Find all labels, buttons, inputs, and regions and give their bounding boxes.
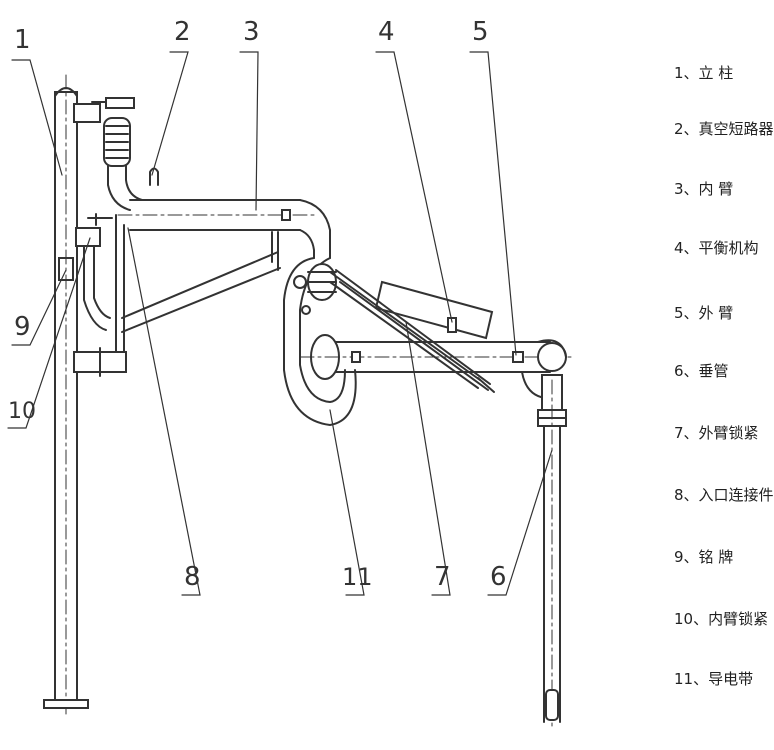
legend-item-5: 5、外 臂	[674, 304, 734, 322]
legend-item-7: 7、外臂锁紧	[674, 424, 759, 442]
leader-9	[11, 269, 67, 346]
legend-item-4: 4、平衡机构	[674, 239, 759, 257]
leader-1	[11, 59, 63, 176]
legend-item-6: 6、垂管	[674, 362, 729, 380]
leader-4	[375, 51, 453, 323]
leader-10	[7, 237, 91, 429]
leader-lines	[7, 51, 553, 596]
callout-9: 9	[14, 312, 31, 342]
legend-item-2: 2、真空短路器	[674, 120, 774, 138]
leader-6	[487, 449, 553, 596]
inner-arm-lock	[73, 213, 127, 377]
leader-7	[405, 321, 451, 596]
legend-item-9: 9、铭 牌	[674, 548, 734, 566]
support-strut	[121, 231, 281, 333]
callout-5: 5	[472, 17, 489, 47]
callout-6: 6	[490, 562, 507, 592]
column	[43, 74, 89, 716]
callout-1: 1	[14, 25, 31, 55]
legend-item-8: 8、入口连接件	[674, 486, 774, 504]
leader-5	[469, 51, 517, 356]
leader-8	[127, 227, 201, 596]
legend-item-11: 11、导电带	[674, 670, 754, 688]
inner-arm	[117, 199, 331, 259]
callout-10: 10	[8, 399, 36, 424]
vacuum-breaker	[149, 167, 159, 186]
outer-arm	[299, 334, 576, 400]
callout-11: 11	[342, 563, 373, 591]
callout-3: 3	[243, 17, 260, 47]
callout-4: 4	[378, 17, 395, 47]
callout-numbers: 1 2 3 4 5 6 7 8 9 10 11	[8, 17, 507, 592]
legend-item-3: 3、内 臂	[674, 180, 734, 198]
inlet-connector	[73, 97, 159, 211]
callout-2: 2	[174, 17, 191, 47]
legend-item-10: 10、内臂锁紧	[674, 610, 769, 628]
legend-item-1: 1、立 柱	[674, 64, 734, 82]
leader-11	[329, 409, 365, 596]
leader-3	[239, 51, 259, 211]
nameplate	[58, 257, 74, 281]
callout-7: 7	[434, 562, 451, 592]
leader-2	[151, 51, 189, 176]
loading-arm-drawing: 1 2 3 4 5 6 7 8 9 10 11	[7, 17, 576, 729]
callout-8: 8	[184, 562, 201, 592]
drop-pipe	[537, 374, 567, 729]
